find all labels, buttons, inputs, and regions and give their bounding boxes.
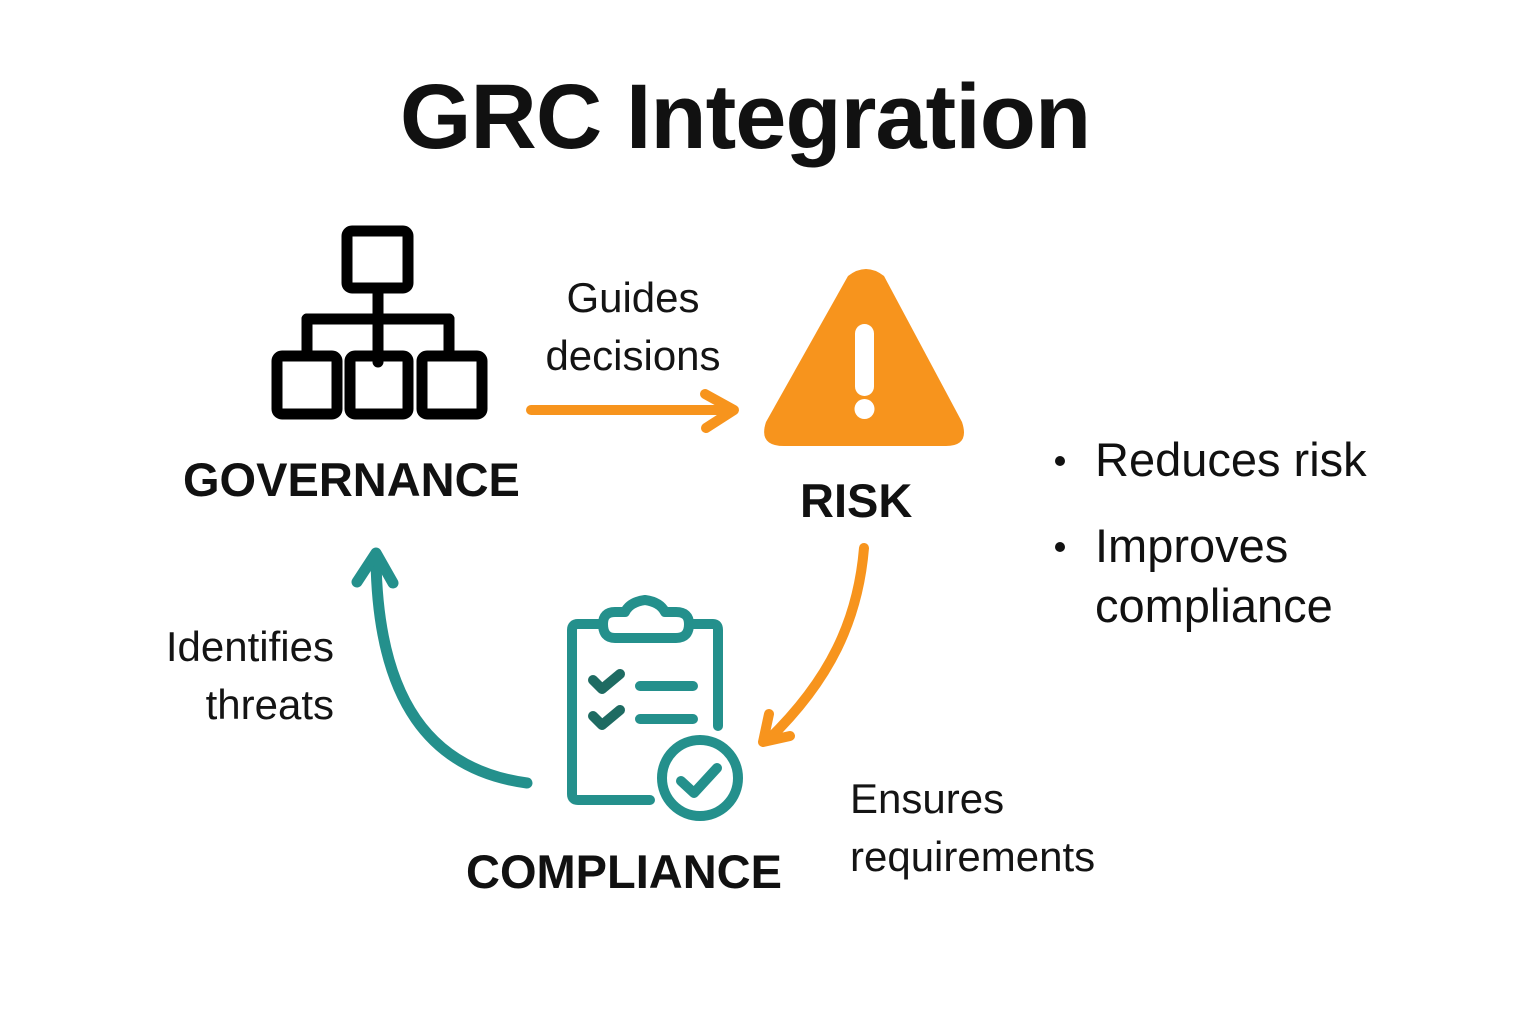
benefit-text: Improves <box>1095 519 1289 572</box>
governance-label: GOVERNANCE <box>183 453 520 506</box>
edge-label-line: threats <box>205 681 334 728</box>
arrow-compliance-to-governance <box>351 547 533 789</box>
benefits-list: Reduces risk Improves compliance <box>1055 430 1367 636</box>
arrow-risk-to-compliance <box>758 543 869 747</box>
clipboard-check-icon <box>567 595 743 821</box>
edge-label-identifies-threats: Identifies threats <box>110 618 334 734</box>
edge-label-ensures-requirements: Ensures requirements <box>850 770 1095 886</box>
benefit-text: compliance <box>1095 579 1333 632</box>
page-title: GRC Integration <box>399 66 1091 168</box>
warning-triangle-icon <box>764 269 964 446</box>
benefit-item: Improves compliance <box>1055 516 1367 636</box>
edge-label-guides-decisions: Guides decisions <box>526 269 740 385</box>
edge-label-line: Ensures <box>850 775 1005 822</box>
bullet-icon <box>1055 542 1065 552</box>
bullet-icon <box>1055 456 1065 466</box>
risk-label: RISK <box>800 474 913 527</box>
edge-label-line: requirements <box>850 833 1096 880</box>
benefit-text: Reduces risk <box>1095 433 1367 486</box>
edge-label-line: Guides <box>566 274 700 321</box>
compliance-label: COMPLIANCE <box>466 845 782 898</box>
edge-label-line: decisions <box>545 332 721 379</box>
benefit-item: Reduces risk <box>1055 430 1367 490</box>
arrow-governance-to-risk <box>526 389 739 433</box>
org-chart-icon <box>271 225 488 420</box>
edge-label-line: Identifies <box>165 623 334 670</box>
